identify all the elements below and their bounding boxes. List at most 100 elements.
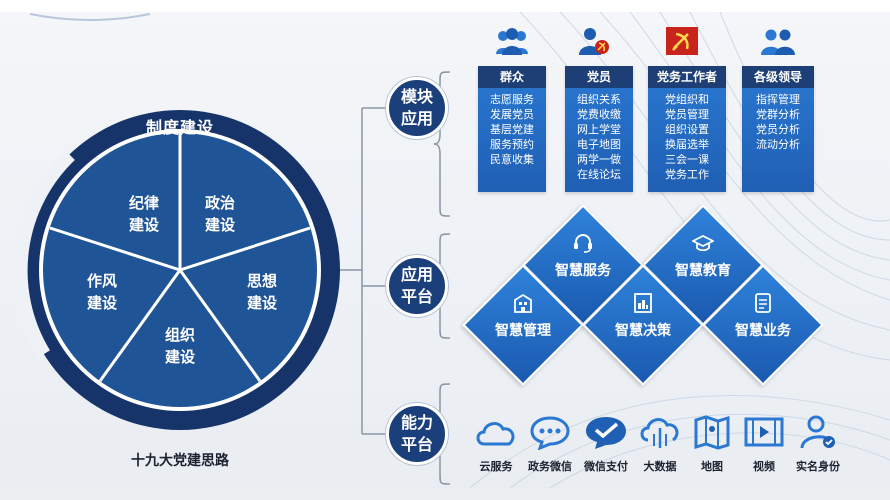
module-item: 基层党建 [490,123,534,136]
platform-label: 智慧决策 [615,323,671,339]
platform-smart-service[interactable]: 智慧服务 [522,204,644,326]
platform-label: 智慧服务 [555,263,611,279]
module-card-qunzhong[interactable]: 群众 志愿服务 发展党员 基层党建 服务预约 民意收集 [478,66,546,192]
wheel-title: 制度建设 [145,118,214,137]
module-card-list: 志愿服务 发展党员 基层党建 服务预约 民意收集 [478,88,546,167]
document-icon [755,293,771,313]
capability-label: 大数据 [643,460,677,473]
cloud-data-icon [640,418,679,448]
platform-smart-business[interactable]: 智慧业务 [702,264,824,386]
wheel-ring-gap [13,149,75,358]
module-item: 在线论坛 [577,168,621,181]
top-left-swoosh [29,13,151,21]
segment-sixiang: 思想 建设 [232,270,292,314]
capability-video[interactable]: 视频 [734,414,794,474]
section-brackets [340,71,451,485]
module-item: 组织关系 [577,93,621,106]
module-item: 发展党员 [490,108,534,121]
section-capability: 能力 平台 [386,403,448,465]
module-item: 网上学堂 [577,123,621,136]
segment-zhengzhi-line2: 建设 [204,216,235,234]
module-item: 流动分析 [756,138,800,151]
section-platform-line2: 平台 [400,287,433,306]
capability-label: 视频 [753,460,775,473]
party-emblem-icon [666,27,698,55]
module-card-list: 党组织和 党员管理 组织设置 换届选举 三会一课 党务工作 [648,88,726,182]
module-item: 志愿服务 [490,93,534,106]
wheel-spokes [49,133,311,382]
capability-wechat-pay[interactable]: 微信支付 [576,414,636,474]
module-item: 电子地图 [577,138,621,151]
module-item: 党群分析 [756,108,800,121]
capability-label: 云服务 [479,460,513,473]
module-item: 党员分析 [756,123,800,136]
building-icon [514,293,532,313]
segment-zuzhi-line1: 组织 [164,326,195,344]
segment-zhengzhi: 政治 建设 [190,192,250,236]
module-item: 党组织和 [665,93,709,106]
capability-map[interactable]: 地图 [682,414,742,474]
module-card-title: 党员 [565,66,633,88]
module-item: 党员管理 [665,108,709,121]
capability-cloud[interactable]: 云服务 [466,414,526,474]
top-band [0,0,890,12]
module-item: 组织设置 [665,123,709,136]
segment-zuofeng-line1: 作风 [86,272,117,290]
platform-smart-management[interactable]: 智慧管理 [462,264,584,386]
segment-zuofeng-line2: 建设 [86,294,117,312]
chart-doc-icon [634,293,652,313]
capability-label: 地图 [701,460,723,473]
module-card-title: 党务工作者 [648,66,726,88]
module-item: 两学一做 [577,153,621,166]
platform-label: 智慧业务 [735,323,791,339]
capability-label: 政务微信 [528,460,572,473]
module-item: 服务预约 [490,138,534,151]
verified-user-icon [800,415,835,449]
module-card-title: 各级领导 [742,66,814,88]
module-item: 指挥管理 [756,93,800,106]
module-card-dangwu[interactable]: 党务工作者 党组织和 党员管理 组织设置 换届选举 三会一课 党务工作 [648,66,726,192]
segment-zuzhi: 组织 建设 [150,324,210,368]
module-card-list: 指挥管理 党群分析 党员分析 流动分析 [742,88,814,152]
wheel-caption: 十九大党建思路 [131,453,229,469]
segment-sixiang-line2: 建设 [246,294,277,312]
platform-smart-decision[interactable]: 智慧决策 [582,264,704,386]
segment-jilv: 纪律 建设 [114,192,174,236]
module-item: 党务工作 [665,168,709,181]
video-icon [744,417,784,447]
people-group-icon [496,28,528,55]
leader-icon [761,29,795,55]
check-bubble-icon [586,417,626,449]
capability-gov-wechat[interactable]: 政务微信 [520,414,580,474]
capability-label: 实名身份 [796,460,840,473]
module-item: 党费收缴 [577,108,621,121]
party-member-icon [579,28,609,55]
module-card-dangyuan[interactable]: 党员 组织关系 党费收缴 网上学堂 电子地图 两学一做 在线论坛 [565,66,633,192]
segment-zhengzhi-line1: 政治 [204,194,235,212]
module-card-title: 群众 [478,66,546,88]
map-icon [694,415,730,450]
module-item: 换届选举 [665,138,709,151]
chat-bubble-icon [530,416,570,450]
platform-label: 智慧教育 [675,263,731,279]
section-module-line1: 模块 [400,87,433,106]
module-item: 三会一课 [665,153,709,166]
segment-jilv-line2: 建设 [128,216,159,234]
module-card-list: 组织关系 党费收缴 网上学堂 电子地图 两学一做 在线论坛 [565,88,633,182]
cloud-icon [476,422,515,446]
capability-big-data[interactable]: 大数据 [630,414,690,474]
capability-real-name[interactable]: 实名身份 [788,414,848,474]
headset-icon [574,234,592,253]
section-platform: 应用 平台 [386,255,448,317]
section-platform-line1: 应用 [400,265,433,284]
module-item: 民意收集 [490,153,534,166]
capability-label: 微信支付 [584,460,628,473]
module-card-lingdao[interactable]: 各级领导 指挥管理 党群分析 党员分析 流动分析 [742,66,814,192]
section-module: 模块 应用 [386,77,448,139]
platform-label: 智慧管理 [495,323,551,339]
platform-smart-education[interactable]: 智慧教育 [642,204,764,326]
section-capability-line2: 平台 [400,435,433,454]
section-capability-line1: 能力 [400,413,433,432]
segment-zuzhi-line2: 建设 [164,348,195,366]
